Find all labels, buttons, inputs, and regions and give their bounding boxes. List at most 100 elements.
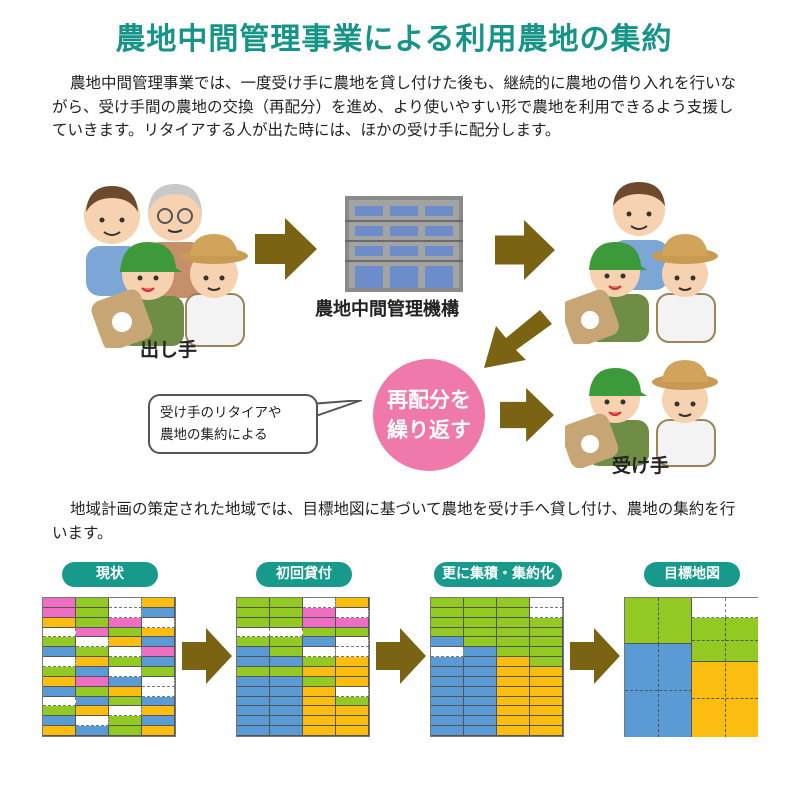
divider — [725, 598, 726, 618]
parcel-cell — [237, 676, 270, 687]
grid-initial-block: 初回貸付 — [236, 562, 372, 737]
parcel-cell — [530, 706, 563, 717]
parcel-cell — [464, 598, 497, 608]
parcel-cell — [431, 696, 464, 707]
parcel-cell — [464, 706, 497, 717]
parcel-cell — [530, 676, 563, 687]
right-arrow-icon — [182, 628, 232, 684]
parcel-cell — [76, 598, 109, 608]
parcel-cell — [43, 676, 76, 687]
parcel-cell — [303, 617, 336, 628]
parcel-cell — [76, 706, 109, 717]
parcel-cell — [336, 627, 369, 638]
callout-bubble: 受け手のリタイアや 農地の集約による — [148, 394, 318, 454]
callout-line-2: 農地の集約による — [160, 427, 268, 443]
parcel-cell — [237, 647, 270, 658]
parcel-cell — [270, 637, 303, 648]
parcel-cell — [109, 617, 142, 628]
parcel-cell — [431, 647, 464, 658]
parcel-cell — [109, 716, 142, 727]
parcel-cell — [142, 666, 175, 677]
circle-line-1: 再配分を — [387, 388, 471, 412]
parcel-cell — [497, 716, 530, 727]
parcel-cell — [237, 686, 270, 697]
parcel-cell — [497, 706, 530, 717]
giver-label: 出し手 — [140, 339, 198, 361]
parcel-cell — [464, 647, 497, 658]
grid-initial-label: 初回貸付 — [256, 562, 352, 587]
parcel-cell — [237, 617, 270, 628]
parcel-cell — [237, 598, 270, 608]
parcel-cell — [431, 627, 464, 638]
parcel-cell — [336, 617, 369, 628]
parcel-cell — [142, 647, 175, 658]
grid-target — [624, 597, 758, 737]
parcel-cell — [43, 657, 76, 667]
divider — [658, 598, 659, 644]
parcel-cell — [76, 696, 109, 707]
parcel-cell — [464, 686, 497, 697]
parcel-cell — [76, 726, 109, 736]
parcel-cell — [109, 647, 142, 658]
divider — [725, 618, 726, 737]
grid-target-block: 目標地図 — [624, 562, 760, 737]
parcel-cell — [109, 676, 142, 687]
down-left-arrow-icon — [484, 310, 552, 368]
right-arrow-icon — [255, 218, 317, 280]
parcel-cell — [464, 676, 497, 687]
parcel-cell — [270, 657, 303, 667]
parcel-cell — [336, 647, 369, 658]
parcel-cell — [76, 617, 109, 628]
parcel-cell — [464, 696, 497, 707]
parcel-cell — [43, 637, 76, 648]
parcel-cell — [530, 716, 563, 727]
parcel-cell — [43, 666, 76, 677]
parcel-cell — [431, 676, 464, 687]
parcel-cell — [270, 676, 303, 687]
parcel-cell — [464, 657, 497, 667]
parcel-cell — [303, 637, 336, 648]
parcel-cell — [43, 706, 76, 717]
parcel-cell — [270, 627, 303, 638]
parcel-cell — [303, 666, 336, 677]
parcel-cell — [109, 607, 142, 618]
parcel-cell — [497, 617, 530, 628]
parcel-cell — [336, 598, 369, 608]
right-arrow-icon — [495, 220, 555, 280]
parcel-cell — [142, 726, 175, 736]
parcel-cell — [303, 716, 336, 727]
parcel-cell — [76, 686, 109, 697]
organization-label: 農地中間管理機構 — [315, 299, 459, 320]
parcel-cell — [336, 637, 369, 648]
parcel-cell — [431, 617, 464, 628]
parcel-cell — [270, 696, 303, 707]
parcel-cell — [237, 637, 270, 648]
parcel-cell — [303, 598, 336, 608]
divider — [692, 698, 758, 699]
parcel-cell — [464, 627, 497, 638]
parcel-cell — [431, 686, 464, 697]
parcel-cell — [142, 627, 175, 638]
parcel-cell — [336, 716, 369, 727]
parcel-cell — [109, 706, 142, 717]
parcel-cell — [142, 686, 175, 697]
parcel-cell — [237, 657, 270, 667]
parcel-cell — [431, 726, 464, 736]
parcel-cell — [431, 657, 464, 667]
parcel-cell — [497, 637, 530, 648]
parcel-cell — [464, 726, 497, 736]
parcel-cell — [431, 607, 464, 618]
parcel-cell — [303, 657, 336, 667]
parcel-cell — [530, 647, 563, 658]
intro-text: 農地中間管理事業では、一度受け手に農地を貸し付けた後も、継続的に農地の借り入れを… — [52, 74, 737, 139]
map-paragraph: 地域計画の策定された地域では、目標地図に基づいて農地を受け手へ貸し付け、農地の集… — [52, 498, 742, 545]
parcel-cell — [43, 726, 76, 736]
parcel-cell — [530, 598, 563, 608]
parcel-cell — [43, 716, 76, 727]
parcel-cell — [270, 716, 303, 727]
parcel-cell — [431, 716, 464, 727]
grid-target-label: 目標地図 — [644, 562, 740, 587]
page-title: 農地中間管理事業による利用農地の集約 — [115, 22, 673, 57]
parcel-cell — [76, 657, 109, 667]
parcel-cell — [464, 716, 497, 727]
